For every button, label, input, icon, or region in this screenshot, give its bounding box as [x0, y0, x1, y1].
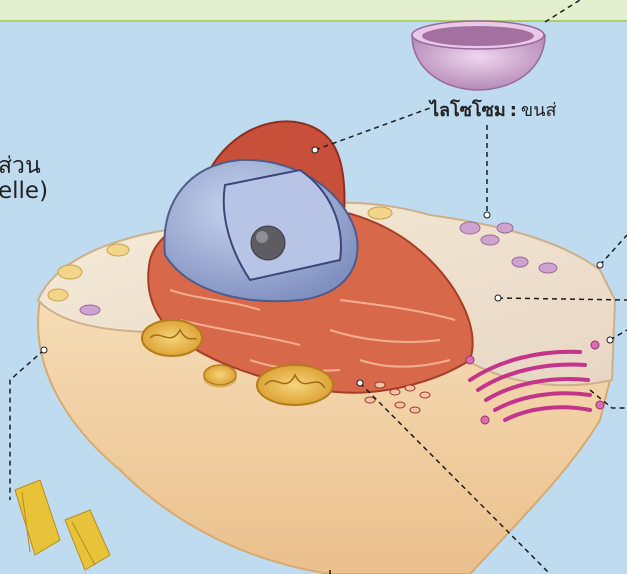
nucleolus	[251, 226, 285, 260]
centrioles	[15, 480, 110, 570]
lysosome-description: ขนส่	[521, 100, 557, 121]
lysosome-colon: :	[510, 100, 517, 121]
lysosome-label: ไลโซโซม:ขนส่	[430, 95, 557, 124]
lysosome-term: ไลโซโซม	[430, 100, 506, 121]
side-text-line-2: elle)	[0, 178, 48, 204]
lysosome-illustration	[412, 21, 545, 90]
